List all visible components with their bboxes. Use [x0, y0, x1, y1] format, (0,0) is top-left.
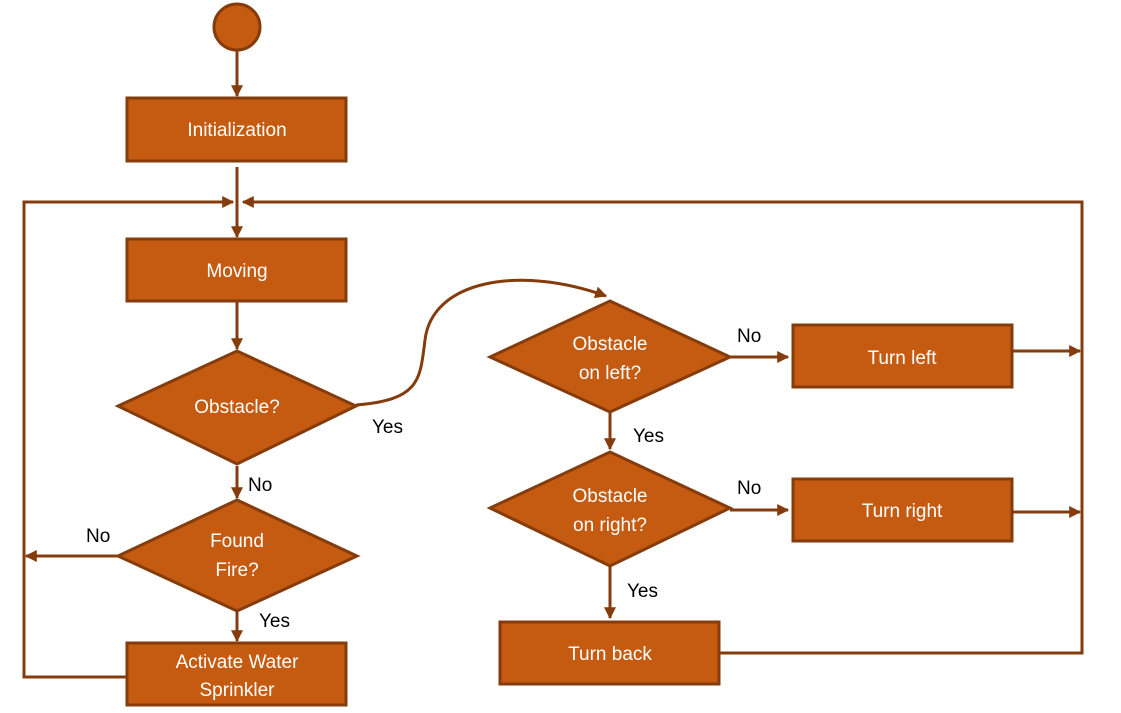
start-node	[212, 2, 262, 52]
obstacle-right-label-line1: Obstacle	[573, 486, 648, 507]
edge-label-fire-no: No	[86, 526, 110, 547]
turn-back-label: Turn back	[568, 644, 652, 665]
edge-obstacle-yes-to-obstacle-left	[355, 278, 608, 407]
edge-sprinkler-loop-back	[22, 196, 235, 679]
obstacle-right-label-line2: on right?	[573, 515, 647, 536]
edge-turn-back-loop-return	[241, 196, 1084, 655]
activate-sprinkler-label-line1: Activate Water	[176, 652, 300, 673]
edge-label-fire-yes: Yes	[259, 611, 290, 632]
obstacle-left-label-line2: on left?	[579, 363, 641, 384]
obstacle-left-decision	[486, 299, 734, 414]
activate-sprinkler-box	[125, 641, 348, 707]
found-fire-label-line1: Found	[210, 531, 264, 552]
edge-label-right-yes: Yes	[627, 581, 658, 602]
edge-label-left-no: No	[737, 326, 761, 347]
edge-label-right-no: No	[737, 478, 761, 499]
obstacle-label: Obstacle?	[194, 397, 280, 418]
found-fire-label-line2: Fire?	[215, 560, 258, 581]
turn-right-box	[791, 477, 1014, 543]
obstacle-right-decision	[486, 450, 734, 568]
activate-sprinkler-label-line2: Sprinkler	[200, 680, 276, 701]
turn-back-box	[498, 620, 721, 686]
found-fire-decision	[114, 498, 361, 613]
initialization-label: Initialization	[187, 120, 286, 141]
turn-left-box	[791, 323, 1014, 389]
turn-left-label: Turn left	[868, 348, 938, 369]
edge-label-obstacle-no: No	[248, 475, 272, 496]
moving-label: Moving	[206, 261, 267, 282]
initialization-box	[125, 96, 348, 163]
obstacle-left-label-line1: Obstacle	[573, 334, 648, 355]
obstacle-decision	[114, 349, 360, 466]
edge-label-left-yes: Yes	[633, 426, 664, 447]
turn-right-label: Turn right	[862, 501, 943, 522]
moving-box	[125, 237, 348, 303]
edge-label-obstacle-yes: Yes	[372, 417, 403, 438]
